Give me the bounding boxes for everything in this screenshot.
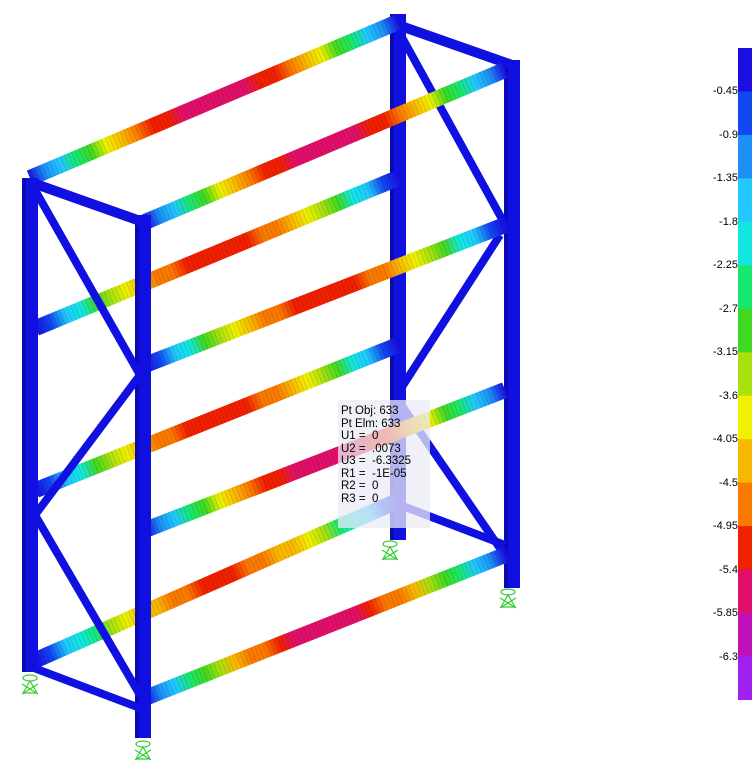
legend-tick-label: -4.5 [719, 476, 738, 489]
brace-right-mid [396, 232, 504, 393]
legend-swatch [738, 265, 752, 310]
beam [32, 492, 404, 668]
brace-right-upper [394, 28, 512, 232]
legend-tick-label: -3.15 [712, 346, 738, 359]
tooltip-line-pt-obj: Pt Obj: 633 [341, 405, 399, 417]
beam [142, 547, 508, 706]
legend-tick-label: -4.95 [712, 520, 738, 533]
column-front-left [22, 178, 38, 672]
tooltip-line-pt-elm: Pt Elm: 633 [341, 417, 401, 430]
legend-swatch [738, 48, 752, 92]
legend-swatch [738, 395, 752, 440]
tooltip-line-r2: R2 = 0 [341, 480, 379, 492]
legend-swatch [738, 178, 752, 223]
legend-swatch [738, 613, 752, 658]
top-tie-right [396, 20, 514, 70]
beam-hatch [145, 218, 505, 372]
legend-tick-label: -2.25 [712, 259, 738, 272]
beam-hatch [145, 548, 505, 705]
legend-tick-label: -4.05 [712, 433, 738, 446]
support-symbol [21, 674, 39, 695]
legend-tick-label: -1.35 [712, 172, 738, 185]
legend-tick-label: -2.7 [719, 302, 738, 315]
brace-left-lower [31, 512, 144, 698]
top-tie-left [28, 177, 145, 227]
beam [142, 217, 508, 373]
legend-tick-label: -3.6 [719, 389, 738, 402]
legend-swatch [738, 569, 752, 614]
brace-left-upper [31, 188, 144, 377]
supports [21, 540, 517, 761]
tooltip-line-u1: U1 = 0 [341, 430, 379, 442]
legend-swatch [738, 91, 752, 136]
beam [33, 337, 401, 498]
color-legend: -0.45 -0.9 -1.35 -1.8 -2.25 -2.7 -3.15 -3.6 -4.0… [690, 40, 752, 720]
legend-swatch [738, 134, 752, 179]
brace-left-mid [31, 372, 144, 518]
beam [141, 62, 509, 230]
legend-color-bar [738, 48, 752, 700]
front-frame [22, 177, 151, 738]
support-symbol [134, 740, 152, 761]
bottom-tie-left [32, 664, 142, 712]
legend-tick-label: -5.85 [712, 607, 738, 620]
legend-swatch [738, 482, 752, 527]
column-back-right [504, 60, 520, 588]
legend-tick-label: -1.8 [719, 215, 738, 228]
legend-tick-label: -0.45 [712, 85, 738, 98]
legend-tick-label: -5.4 [719, 563, 738, 576]
tooltip-line-u3: U3 = -6.3325 [341, 455, 412, 467]
legend-swatch [738, 221, 752, 266]
legend-swatch [738, 352, 752, 397]
beam-hatch [30, 16, 398, 184]
legend-swatch [738, 656, 752, 700]
beams [26, 14, 509, 706]
legend-tick-label: -0.9 [719, 128, 738, 141]
beam [26, 14, 402, 186]
tooltip-line-u2: U2 = .0073 [341, 442, 401, 455]
legend-swatch [738, 526, 752, 571]
point-info-tooltip: Pt Obj: 633 Pt Elm: 633 U1 = 0 U2 = .007… [338, 400, 430, 528]
column-front-right [135, 215, 151, 738]
legend-swatch [738, 439, 752, 484]
support-symbol [381, 540, 399, 561]
tooltip-line-r1: R1 = -1E-05 [341, 467, 407, 480]
tooltip-line-r3: R3 = 0 [341, 492, 379, 505]
legend-swatch [738, 308, 752, 353]
beam [32, 170, 402, 336]
beam-hatch [145, 64, 505, 228]
support-symbol [499, 588, 517, 609]
legend-tick-label: -6.3 [719, 650, 738, 663]
